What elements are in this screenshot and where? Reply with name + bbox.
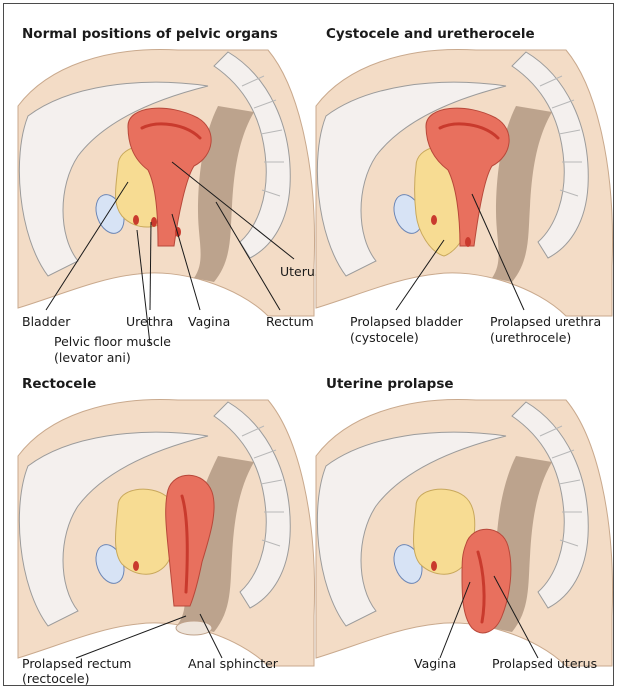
label-prolapsed-urethra-line1: Prolapsed urethra <box>490 314 601 329</box>
panel-title-cystocele: Cystocele and uretherocele <box>326 26 535 42</box>
figure-frame: Normal positions of pelvic organs Uterus… <box>3 3 614 686</box>
panel-uterine-prolapse: Uterine prolapse Vagina Prolapsed uterus <box>316 376 613 671</box>
label-pelvic-floor-line2: (levator ani) <box>54 350 131 365</box>
panel-title-uterine: Uterine prolapse <box>326 376 454 392</box>
label-prolapsed-bladder-line1: Prolapsed bladder <box>350 314 464 329</box>
label-urethra: Urethra <box>126 314 173 329</box>
label-pelvic-floor-line1: Pelvic floor muscle <box>54 334 171 349</box>
label-rectum: Rectum <box>266 314 314 329</box>
label-prolapsed-uterus: Prolapsed uterus <box>492 656 597 671</box>
panel-cystocele: Cystocele and uretherocele Prolapsed bla… <box>316 26 613 345</box>
label-prolapsed-rectum-line1: Prolapsed rectum <box>22 656 131 671</box>
panel-title-rectocele: Rectocele <box>22 376 96 392</box>
label-uterus: Uterus <box>280 264 321 279</box>
panel-title-normal: Normal positions of pelvic organs <box>22 26 278 42</box>
panel-normal: Normal positions of pelvic organs Uterus… <box>18 26 321 365</box>
label-prolapsed-rectum-line2: (rectocele) <box>22 671 89 686</box>
label-vagina: Vagina <box>188 314 230 329</box>
panel-rectocele: Rectocele Prolapsed rectum (rectocele) A… <box>18 376 315 686</box>
label-anal-sphincter: Anal sphincter <box>188 656 279 671</box>
label-vagina-prolapse: Vagina <box>414 656 456 671</box>
pelvic-prolapse-figure: Normal positions of pelvic organs Uterus… <box>4 4 615 687</box>
label-prolapsed-urethra-line2: (urethrocele) <box>490 330 571 345</box>
label-prolapsed-bladder-line2: (cystocele) <box>350 330 419 345</box>
label-bladder: Bladder <box>22 314 71 329</box>
